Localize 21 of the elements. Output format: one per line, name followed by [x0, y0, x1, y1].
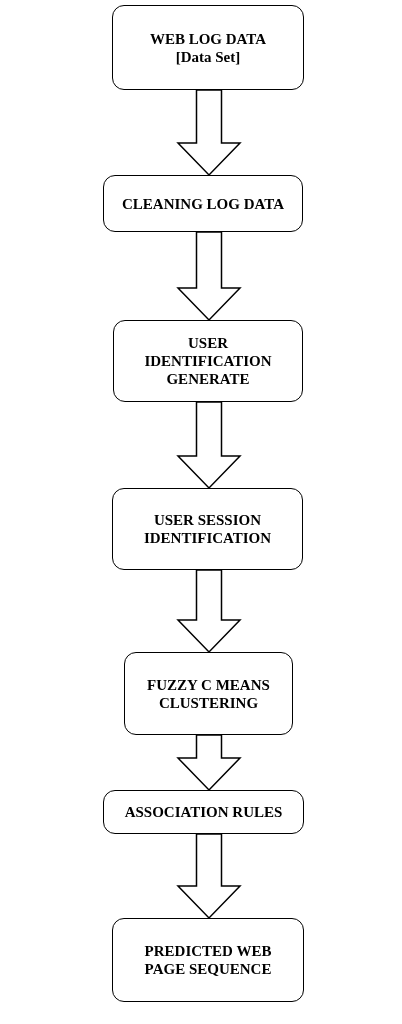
process-box — [124, 652, 293, 735]
box-label: USER SESSION IDENTIFICATION — [142, 511, 273, 547]
box-label: [Data Set] — [175, 47, 241, 66]
block-arrow — [176, 401, 242, 490]
block-arrow — [176, 89, 242, 177]
box-label: PREDICTED WEB PAGE SEQUENCE — [143, 942, 273, 978]
process-box — [112, 918, 304, 1002]
box-label: CLEANING LOG DATA — [122, 194, 284, 213]
process-box — [112, 488, 303, 570]
block-arrow — [176, 569, 242, 654]
block-arrow — [176, 231, 242, 322]
box-label: USER IDENTIFICATION GENERATE — [143, 334, 273, 388]
box-label: WEB LOG DATA — [149, 29, 267, 48]
block-arrow — [176, 833, 242, 920]
process-box — [112, 5, 304, 90]
process-box — [113, 320, 303, 402]
box-label: ASSOCIATION RULES — [124, 803, 283, 821]
process-box — [103, 790, 304, 834]
block-arrow — [176, 734, 242, 792]
box-label: FUZZY C MEANS CLUSTERING — [146, 675, 271, 712]
process-box — [103, 175, 303, 232]
